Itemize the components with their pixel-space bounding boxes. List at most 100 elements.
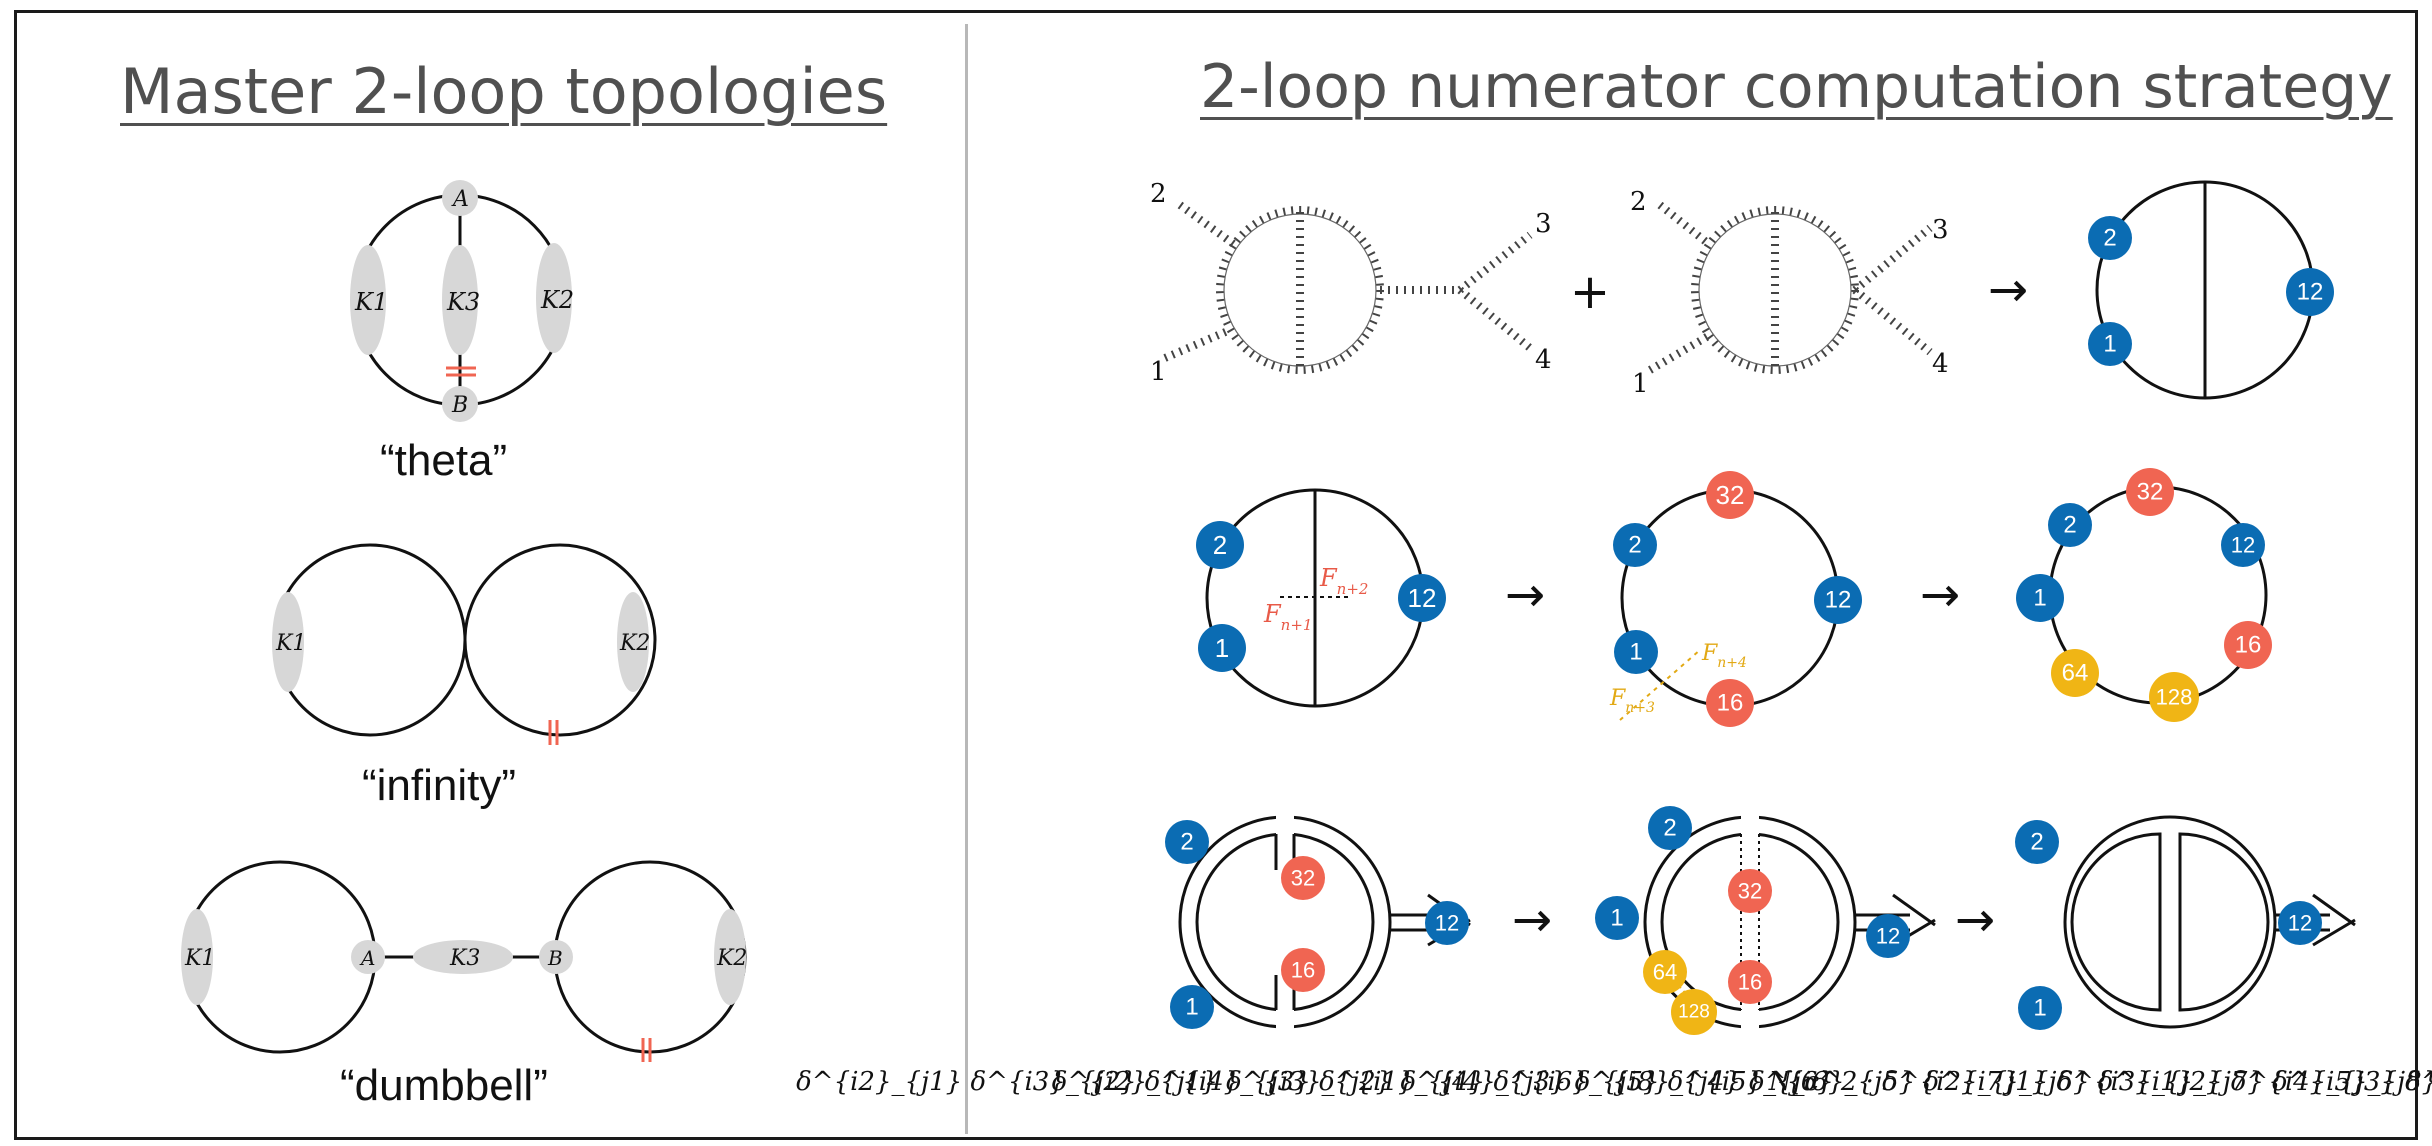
f-label: Fn+1 (1263, 600, 1312, 634)
node-label: 1 (1215, 633, 1229, 663)
blue-node (1595, 896, 1639, 940)
arrow: → (1512, 892, 1552, 948)
arrow: → (1505, 567, 1545, 623)
color-factor-formula: δ^{i2}_{j1} δ^{i3}_{j2} δ^{i4}_{j3} δ^{i… (1052, 1067, 2432, 1097)
blue-node (1398, 574, 1446, 622)
red-node (2126, 468, 2174, 516)
node-label: 128 (2156, 685, 2193, 710)
vertex-a (351, 940, 385, 974)
color-factor-formula: N_c^2 · δ^{i2}_{j1} δ^{i3}_{j2} δ^{i4}_{… (1768, 1067, 2432, 1097)
node-label: 1 (1610, 905, 1623, 932)
ring-gap (1276, 815, 1294, 1030)
node-label: 1 (1185, 994, 1198, 1021)
external-label: 2 (1150, 179, 1167, 209)
node-label: 1 (2103, 331, 2116, 358)
blue-node (2286, 268, 2334, 316)
blue-node (2278, 901, 2322, 945)
panel-divider (965, 24, 968, 1134)
blue-node (1866, 914, 1910, 958)
vertex-a-label: A (451, 187, 469, 212)
blue-node (2088, 216, 2132, 260)
stub-line (2312, 918, 2356, 947)
external-label: 4 (1932, 349, 1949, 379)
node-label: 12 (1408, 583, 1437, 613)
gluon-leg (1457, 231, 1533, 294)
external-label: 4 (1535, 345, 1552, 375)
blue-node (1165, 820, 1209, 864)
node-label: 16 (1717, 690, 1744, 717)
node-label: 16 (1291, 958, 1315, 983)
plus-sign: + (1570, 264, 1610, 320)
gluon-leg (1457, 286, 1533, 352)
k2-label: K2 (619, 631, 650, 656)
gluon-leg (1852, 286, 1933, 356)
k2-label: K2 (540, 286, 574, 314)
vertex-a-label: A (359, 946, 375, 970)
blue-node (1425, 901, 1469, 945)
f-label: Fn+3 (1609, 686, 1655, 716)
blue-node (1613, 523, 1657, 567)
loop-circle (1620, 488, 1840, 708)
node-label: 2 (2030, 829, 2043, 856)
gluon-leg (1647, 331, 1713, 374)
row3-diagram-2: 2 32 1 12 64 16 128 δ^{i2}_{j1} δ^{i3}_{… (1052, 806, 2432, 1097)
external-label: 3 (1932, 215, 1949, 245)
left-panel-title: Master 2-loop topologies (120, 55, 888, 128)
theta-caption: “theta” (380, 436, 507, 485)
row3-diagram-3: 2 12 1 N_c^2 · δ^{i2}_{j1} δ^{i3}_{j2} δ… (1768, 815, 2432, 1097)
blob-k3 (413, 940, 513, 974)
gluon-loop (1691, 206, 1859, 374)
blue-node (1614, 630, 1658, 674)
blue-node (1814, 576, 1862, 624)
gluon-leg (1657, 201, 1713, 249)
blob-k2 (536, 243, 572, 353)
blue-node (2015, 820, 2059, 864)
blue-node (1196, 521, 1244, 569)
k1-label: K1 (184, 946, 215, 971)
f-label: Fn+2 (1319, 564, 1368, 598)
blue-node (2018, 986, 2062, 1030)
node-label: 16 (2235, 632, 2262, 659)
node-label: 12 (1825, 587, 1852, 614)
red-node (1281, 856, 1325, 900)
blue-node (2088, 322, 2132, 366)
blob-k2 (617, 592, 649, 692)
row1-feynman-diagram-1: 2 3 1 4 (1150, 179, 1552, 387)
inner-half-right (2178, 832, 2270, 1012)
node-label: 1 (2033, 995, 2046, 1022)
node-label: 1 (2033, 585, 2046, 612)
node-label: 2 (1663, 815, 1676, 842)
row1-feynman-diagram-2: 2 3 1 4 (1630, 187, 1949, 399)
node-label: 64 (1653, 960, 1677, 985)
blob-k1 (350, 245, 386, 355)
node-label: 128 (1678, 1002, 1710, 1023)
yellow-node (2051, 649, 2099, 697)
arrow: → (1920, 567, 1960, 623)
color-factor-formula: δ^{i2}_{j1} δ^{i3}_{j2} δ^{i4}_{j3} δ^{i… (796, 1067, 1834, 1097)
blue-node (2016, 574, 2064, 622)
node-label: 2 (2103, 225, 2116, 252)
red-node (1706, 679, 1754, 727)
blob-k3 (442, 245, 478, 355)
yellow-node (1643, 950, 1687, 994)
node-label: 32 (2137, 479, 2164, 506)
node-label: 32 (1291, 866, 1315, 891)
node-label: 32 (1738, 879, 1762, 904)
node-label: 12 (1876, 924, 1900, 949)
gluon-leg (1852, 224, 1933, 294)
vertex-b-label: B (451, 393, 468, 418)
row2-diagram-2: 32 2 12 1 16 Fn+4 Fn+3 (1609, 471, 1862, 727)
gluon-leg (1163, 326, 1232, 362)
red-node (2224, 621, 2272, 669)
infinity-caption: “infinity” (362, 761, 516, 810)
vertex-b (442, 386, 478, 422)
f-label: Fn+4 (1701, 641, 1747, 671)
right-panel-title: 2-loop numerator computation strategy (1200, 52, 2393, 122)
vertex-a (442, 180, 478, 216)
k3-label: K3 (446, 288, 480, 316)
yellow-node (1671, 989, 1717, 1035)
k3-label: K3 (449, 946, 480, 971)
k2-label: K2 (716, 946, 747, 971)
arrow: → (1988, 262, 2028, 318)
